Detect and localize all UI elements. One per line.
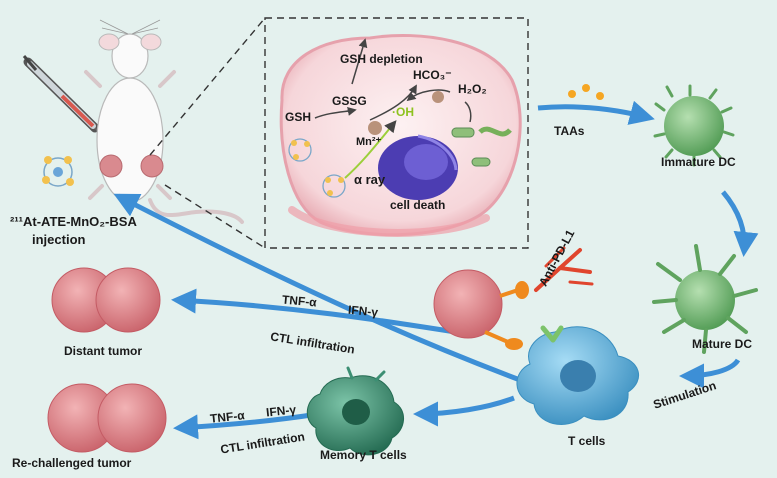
distant-tumor-icon [51, 267, 161, 333]
taa-antigen-icons [568, 84, 604, 100]
mn-ion-particle [368, 121, 382, 135]
gsh-depletion-label: GSH depletion [340, 52, 423, 66]
injection-label: injection [32, 232, 86, 247]
receptor-icon [540, 325, 564, 343]
distant-tumor-label: Distant tumor [64, 344, 142, 358]
pdl1-receptor-icon [484, 281, 529, 350]
dendritic-cell-icon [653, 84, 735, 167]
rechallenged-tumor-icon [47, 383, 167, 453]
distant-tnf-label: TNF-α [281, 292, 318, 310]
memory-t-cells-label: Memory T cells [320, 448, 407, 462]
agent-label: ²¹¹At-ATE-MnO₂-BSA [10, 214, 137, 229]
hco3-label: HCO₃⁻ [413, 68, 452, 82]
mouse-icon [84, 19, 244, 224]
antibody-icon [534, 246, 594, 292]
particle-dot [432, 91, 444, 103]
alpha-ray-label: α ray [354, 172, 386, 187]
cell-death-label: cell death [390, 198, 446, 212]
tumor-cell-inset [279, 33, 522, 237]
mn2-label: Mn²⁺ [356, 136, 382, 148]
h2o2-label: H₂O₂ [458, 82, 487, 96]
t-cells-label: T cells [568, 434, 606, 448]
syringe-icon [22, 55, 109, 143]
mitochondria-icon [471, 157, 491, 167]
t-cell-icon [516, 326, 639, 425]
mature-dc-label: Mature DC [692, 337, 753, 351]
inset-frame [264, 17, 529, 249]
memory-t-cell-icon [306, 366, 404, 456]
hydroxyl-radical-label: ·OH [392, 105, 414, 119]
er-icon [478, 126, 512, 137]
nanoparticle-icon [322, 174, 346, 198]
nanoparticle-icon [288, 138, 312, 162]
nanoparticle-icon [42, 156, 74, 187]
gssg-label: GSSG [332, 94, 367, 108]
gsh-label: GSH [285, 110, 312, 124]
immature-dc-label: Immature DC [661, 155, 736, 169]
distant-ifn-label: IFN-γ [347, 302, 379, 320]
mitochondria-icon [451, 127, 475, 138]
tumor-cell-icon [433, 269, 503, 339]
mature-dendritic-cell-icon [652, 244, 758, 354]
rechallenged-tumor-label: Re-challenged tumor [12, 456, 132, 470]
taas-label: TAAs [554, 124, 585, 138]
